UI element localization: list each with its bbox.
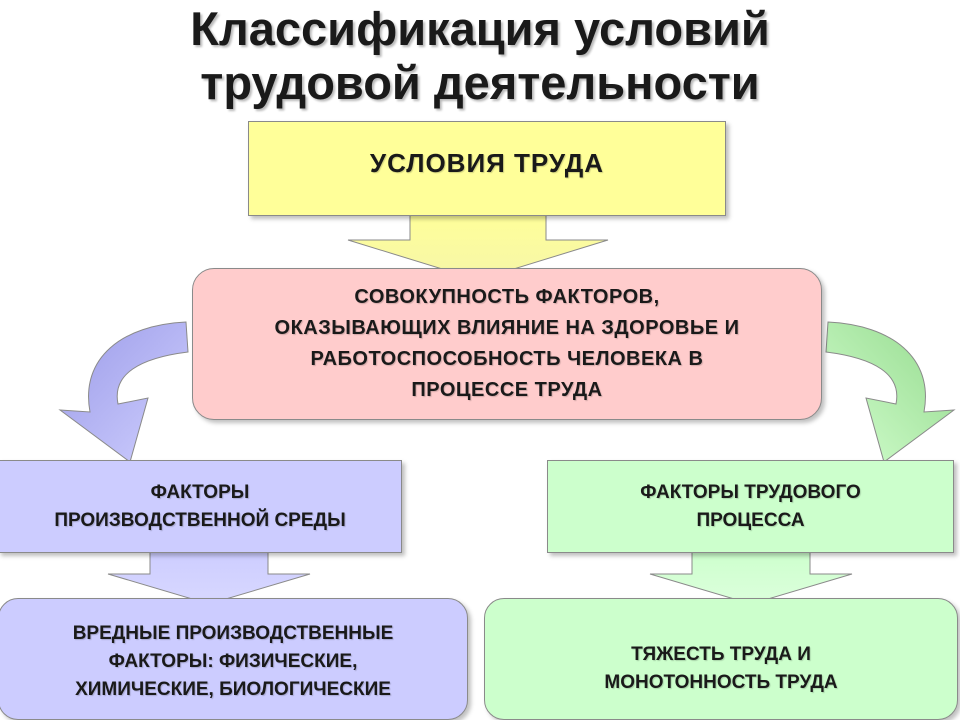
- title-line-1: Классификация условий: [190, 2, 770, 55]
- arrow-down-top: [347, 211, 609, 281]
- node-line: ТЯЖЕСТЬ ТРУДА И: [631, 644, 811, 665]
- arrow-down-left: [107, 547, 311, 605]
- node-labor-process-factors: ФАКТОРЫ ТРУДОВОГО ПРОЦЕССА: [547, 460, 954, 553]
- node-severity-monotony: ТЯЖЕСТЬ ТРУДА И МОНОТОННОСТЬ ТРУДА: [484, 598, 958, 720]
- node-line: МОНОТОННОСТЬ ТРУДА: [604, 672, 838, 693]
- node-line: ПРОИЗВОДСТВЕННОЙ СРЕДЫ: [54, 509, 346, 531]
- page-title: Классификация условий трудовой деятельно…: [0, 2, 960, 110]
- node-label: УСЛОВИЯ ТРУДА: [369, 148, 605, 178]
- node-line: ФАКТОРЫ ТРУДОВОГО: [640, 481, 861, 503]
- title-line-2: трудовой деятельности: [200, 56, 760, 109]
- node-line: ХИМИЧЕСКИЕ, БИОЛОГИЧЕСКИЕ: [75, 679, 391, 700]
- node-line: ПРОЦЕССА: [696, 509, 805, 531]
- curved-arrow-left: [58, 321, 189, 463]
- node-production-environment-factors: ФАКТОРЫ ПРОИЗВОДСТВЕННОЙ СРЕДЫ: [0, 460, 402, 553]
- node-harmful-factors: ВРЕДНЫЕ ПРОИЗВОДСТВЕННЫЕ ФАКТОРЫ: ФИЗИЧЕ…: [0, 598, 468, 720]
- node-line: ФАКТОРЫ: [150, 481, 250, 503]
- node-working-conditions: УСЛОВИЯ ТРУДА: [248, 121, 726, 216]
- node-line: РАБОТОСПОСОБНОСТЬ ЧЕЛОВЕКА В: [310, 348, 704, 370]
- node-factor-set: СОВОКУПНОСТЬ ФАКТОРОВ, ОКАЗЫВАЮЩИХ ВЛИЯН…: [192, 268, 822, 420]
- arrow-down-right: [649, 547, 853, 605]
- node-line: ОКАЗЫВАЮЩИХ ВЛИЯНИЕ НА ЗДОРОВЬЕ И: [274, 317, 740, 339]
- node-line: ПРОЦЕССЕ ТРУДА: [411, 379, 603, 401]
- node-line: СОВОКУПНОСТЬ ФАКТОРОВ,: [354, 286, 660, 308]
- node-line: ФАКТОРЫ: ФИЗИЧЕСКИЕ,: [108, 651, 358, 672]
- node-line: ВРЕДНЫЕ ПРОИЗВОДСТВЕННЫЕ: [72, 623, 394, 644]
- curved-arrow-right: [825, 321, 956, 463]
